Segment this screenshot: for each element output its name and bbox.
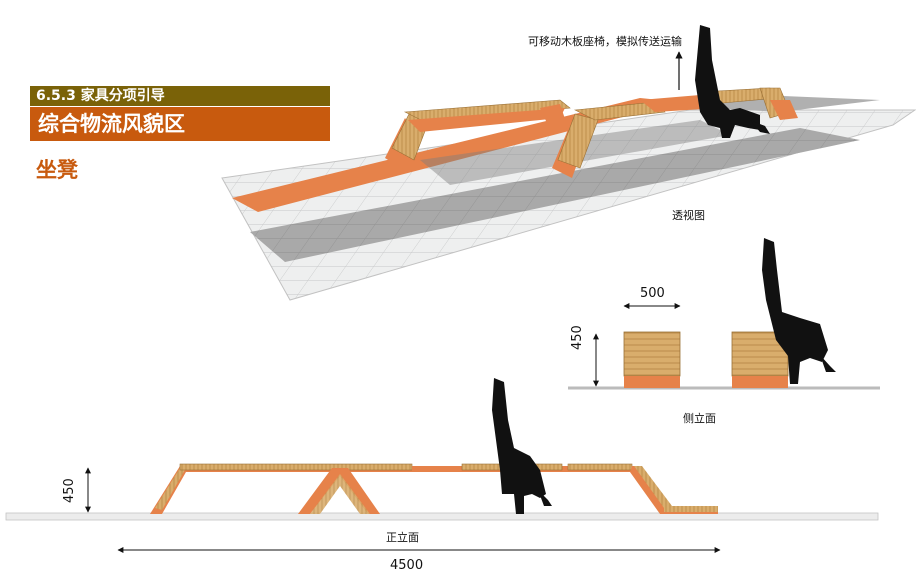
person-silhouette [695,25,770,138]
front-bench-right [630,466,718,514]
side-elevation-label: 侧立面 [683,412,716,425]
person-silhouette-side [762,238,836,384]
front-bench-middle [298,468,380,514]
side-width-dimension: 500 [640,286,665,301]
front-bench-left [150,466,412,514]
front-elevation-label: 正立面 [386,531,419,544]
bench-arch-1 [385,99,571,172]
perspective-view [221,25,916,301]
callout-label: 可移动木板座椅，模拟传送运输 [528,35,682,48]
person-silhouette-front [492,378,552,514]
front-length-dimension: 4500 [390,558,424,573]
orange-strip [232,98,680,212]
front-height-dimension: 450 [62,478,77,503]
side-height-dimension: 450 [570,325,585,350]
side-bench-left [623,331,681,377]
ground-line [5,512,879,521]
section-heading: 6.5.3 家具分项引导 [30,86,330,106]
perspective-label: 透视图 [672,209,705,222]
side-elevation [568,238,880,390]
paving-band-dark [250,128,860,262]
page-subtitle: 坐凳 [36,158,78,182]
bench-arch-2 [552,87,798,178]
page-title: 综合物流风貌区 [30,107,330,141]
front-elevation [5,378,879,553]
